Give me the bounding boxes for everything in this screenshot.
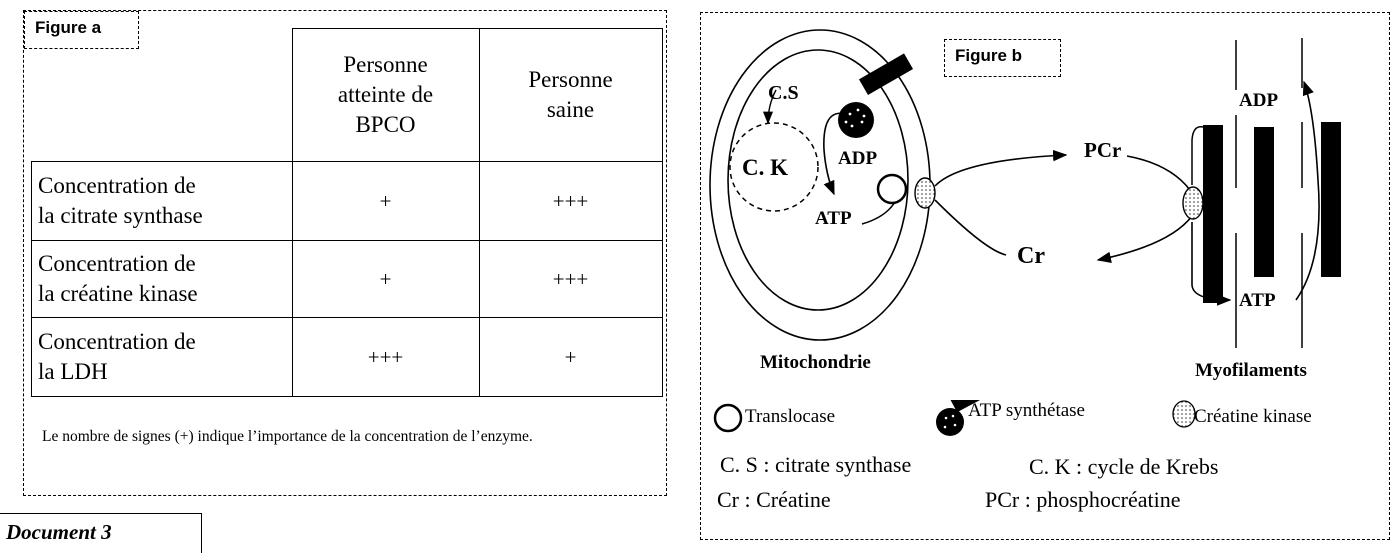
table-note: Le nombre de signes (+) indique l’import… (42, 428, 533, 445)
row-header-creatine-kinase: Concentration de la créatine kinase (31, 239, 293, 318)
row-header-line: la citrate synthase (38, 202, 203, 228)
legend-pcr-definition: PCr : phosphocréatine (985, 487, 1181, 512)
myofilaments-caption: Myofilaments (1195, 360, 1307, 381)
row-header-line: Concentration de (38, 328, 196, 354)
col-header-healthy-line: Personne (528, 66, 613, 92)
creatine-kinase-icon (914, 177, 936, 209)
legend-creatine-kinase: Créatine kinase (1194, 406, 1312, 427)
cs-label: C.S (768, 82, 799, 104)
ck-label: C. K (742, 155, 788, 180)
legend-translocase: Translocase (745, 406, 836, 427)
myo-atp-label: ATP (1238, 290, 1277, 312)
figure-b-panel (700, 12, 1390, 540)
row-header-line: Concentration de (38, 172, 196, 198)
myofilaments (1203, 38, 1341, 348)
cr-arrow (1096, 215, 1193, 263)
cs-arrow (762, 89, 777, 125)
atp-to-adp-arrow (1295, 80, 1320, 301)
legend-translocase-icon (713, 403, 743, 433)
table-corner (31, 28, 293, 162)
pcr-to-myo-path (1126, 155, 1191, 191)
col-header-bpco-line: atteinte de (337, 81, 434, 107)
cr-return-path (934, 199, 1007, 256)
legend-icons (713, 400, 1196, 436)
legend-cs-definition: C. S : citrate synthase (720, 452, 912, 477)
row-header-citrate-synthase: Concentration de la citrate synthase (31, 160, 293, 241)
cell-healthy-creatine-kinase: +++ (478, 239, 663, 318)
col-header-bpco: Personne atteinte de BPCO (291, 28, 480, 162)
translocase-icon (876, 173, 908, 205)
myo-left-bracket-top (1191, 126, 1204, 185)
legend-atp-synthetase: ATP synthétase (968, 400, 1085, 421)
col-header-healthy: Personne saine (478, 28, 663, 162)
pcr-label: PCr (1084, 138, 1122, 162)
figure-a-panel (23, 10, 667, 496)
row-header-line: la créatine kinase (38, 280, 198, 306)
legend-ck-definition: C. K : cycle de Krebs (1029, 454, 1219, 479)
mitochondria-caption: Mitochondrie (760, 352, 871, 373)
enzyme-table: Personne atteinte de BPCO Personne saine… (31, 28, 663, 397)
cell-healthy-ldh: + (478, 316, 663, 397)
table-row: Concentration de la citrate synthase + +… (31, 160, 663, 241)
row-header-line: Concentration de (38, 250, 196, 276)
document-title: Document 3 (0, 513, 202, 553)
myofilament-creatine-kinase-icon (1182, 186, 1204, 220)
mitochondria-inner-membrane (727, 49, 909, 311)
mito-adp-label: ADP (838, 148, 878, 169)
col-header-bpco-line: Personne (343, 51, 428, 77)
krebs-cycle-circle (729, 122, 819, 212)
legend-creatine-kinase-icon (1172, 400, 1196, 428)
adp-to-atp-arrow (823, 112, 847, 196)
myo-atp-arrow (1191, 222, 1232, 306)
col-header-bpco-line: BPCO (355, 111, 416, 137)
row-header-line: la LDH (38, 358, 108, 384)
legend-atp-synthetase-icon (936, 400, 995, 436)
table-header-row: Personne atteinte de BPCO Personne saine (31, 28, 663, 162)
cr-label: Cr (1017, 243, 1045, 269)
myo-adp-label: ADP (1238, 90, 1280, 112)
table-row: Concentration de la LDH +++ + (31, 316, 663, 397)
mito-atp-label: ATP (815, 208, 852, 229)
legend-cr-definition: Cr : Créatine (717, 487, 831, 512)
cell-bpco-ldh: +++ (291, 316, 480, 397)
figure-b-label: Figure b (944, 39, 1061, 77)
table-row: Concentration de la créatine kinase + ++… (31, 239, 663, 318)
col-header-healthy-line: saine (546, 96, 595, 122)
atp-synthetase-icon (838, 53, 914, 138)
pcr-arrow (934, 149, 1068, 187)
row-header-ldh: Concentration de la LDH (31, 316, 293, 397)
